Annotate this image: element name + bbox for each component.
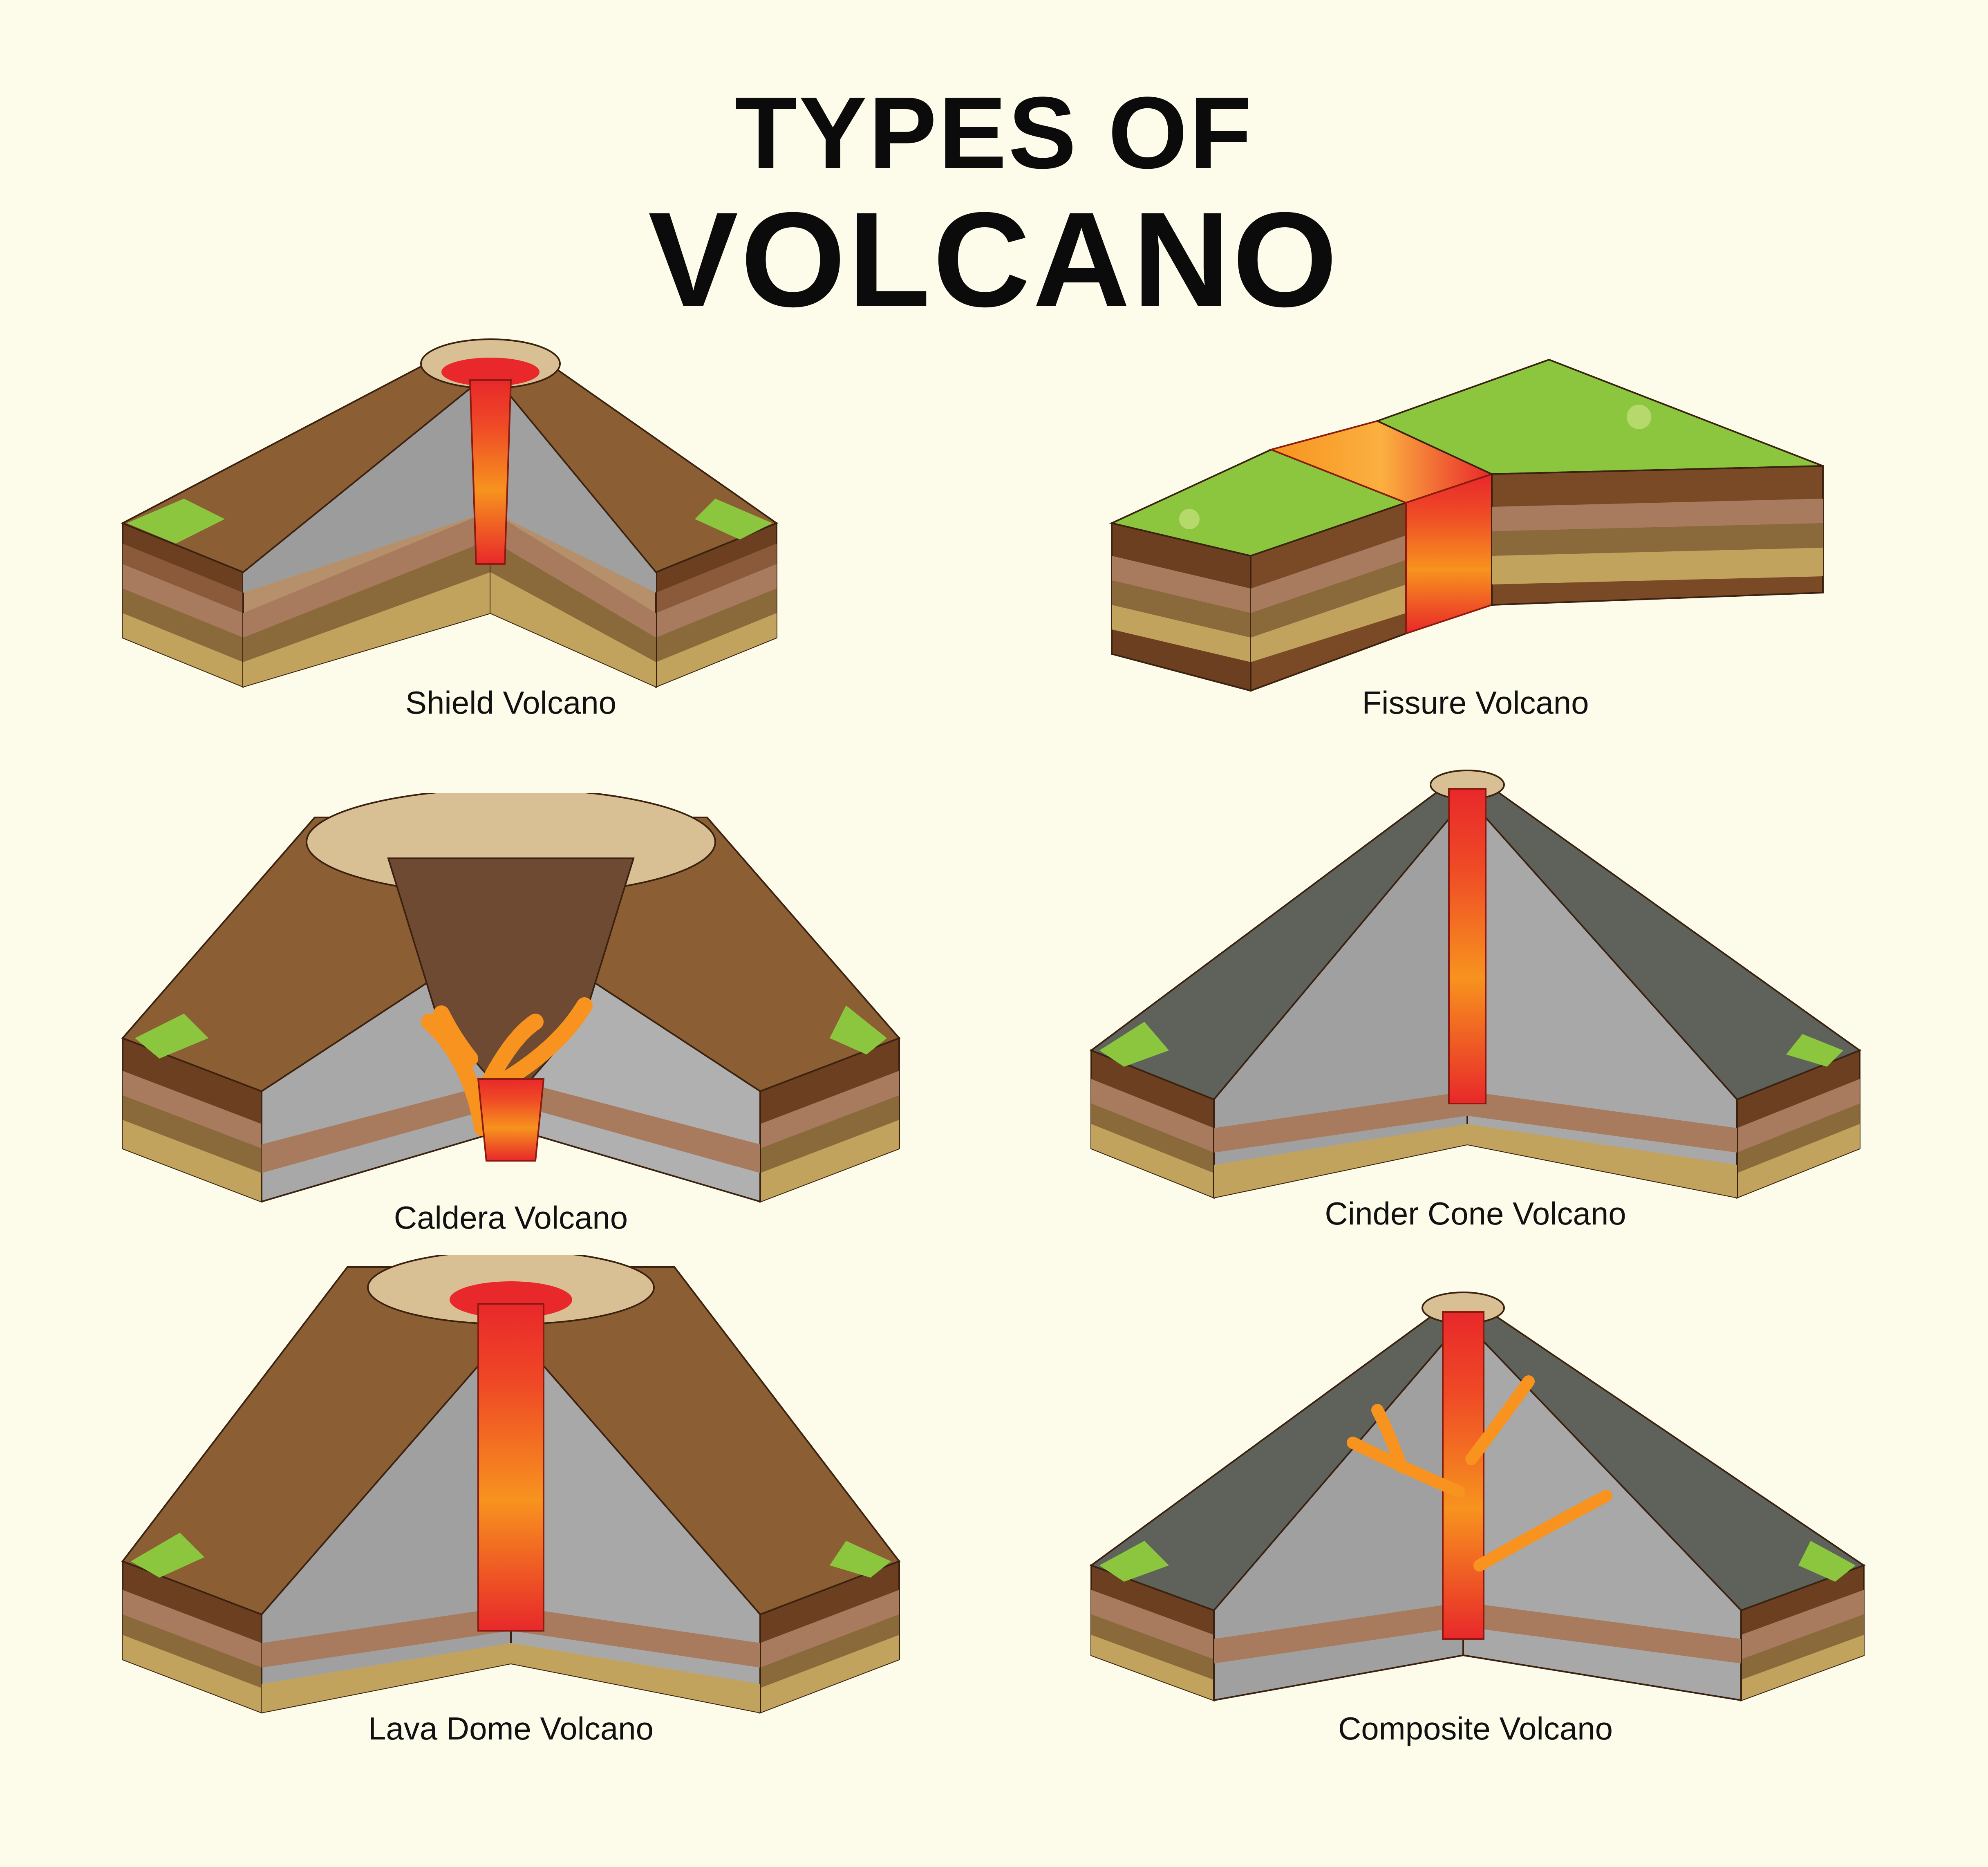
caldera-volcano-panel: Caldera Volcano (102, 793, 920, 1357)
composite-volcano-illustration (1089, 1292, 1866, 1701)
lava-dome-volcano-illustration (121, 1255, 901, 1714)
cinder-cone-volcano-panel: Cinder Cone Volcano (1067, 756, 1884, 1320)
cinder-cone-volcano-label: Cinder Cone Volcano (1325, 1195, 1626, 1231)
fissure-volcano-panel: Fissure Volcano (1067, 327, 1884, 891)
page-title-line1: TYPES OF (734, 76, 1254, 190)
cinder-cone-volcano-illustration (1089, 770, 1862, 1199)
lava-dome-volcano-label: Lava Dome Volcano (368, 1710, 654, 1746)
composite-volcano-label: Composite Volcano (1338, 1710, 1613, 1746)
shield-volcano-illustration (121, 338, 779, 688)
lava-dome-volcano-panel: Lava Dome Volcano (102, 1255, 920, 1819)
shield-volcano-label: Shield Volcano (405, 685, 617, 721)
fissure-volcano-illustration (1109, 358, 1824, 692)
page-title-line2: VOLCANO (648, 184, 1340, 335)
caldera-volcano-label: Caldera Volcano (394, 1200, 628, 1236)
shield-volcano-panel: Shield Volcano (102, 327, 920, 891)
caldera-volcano-illustration (121, 793, 901, 1203)
composite-volcano-panel: Composite Volcano (1067, 1287, 1884, 1851)
fissure-volcano-label: Fissure Volcano (1362, 685, 1589, 721)
